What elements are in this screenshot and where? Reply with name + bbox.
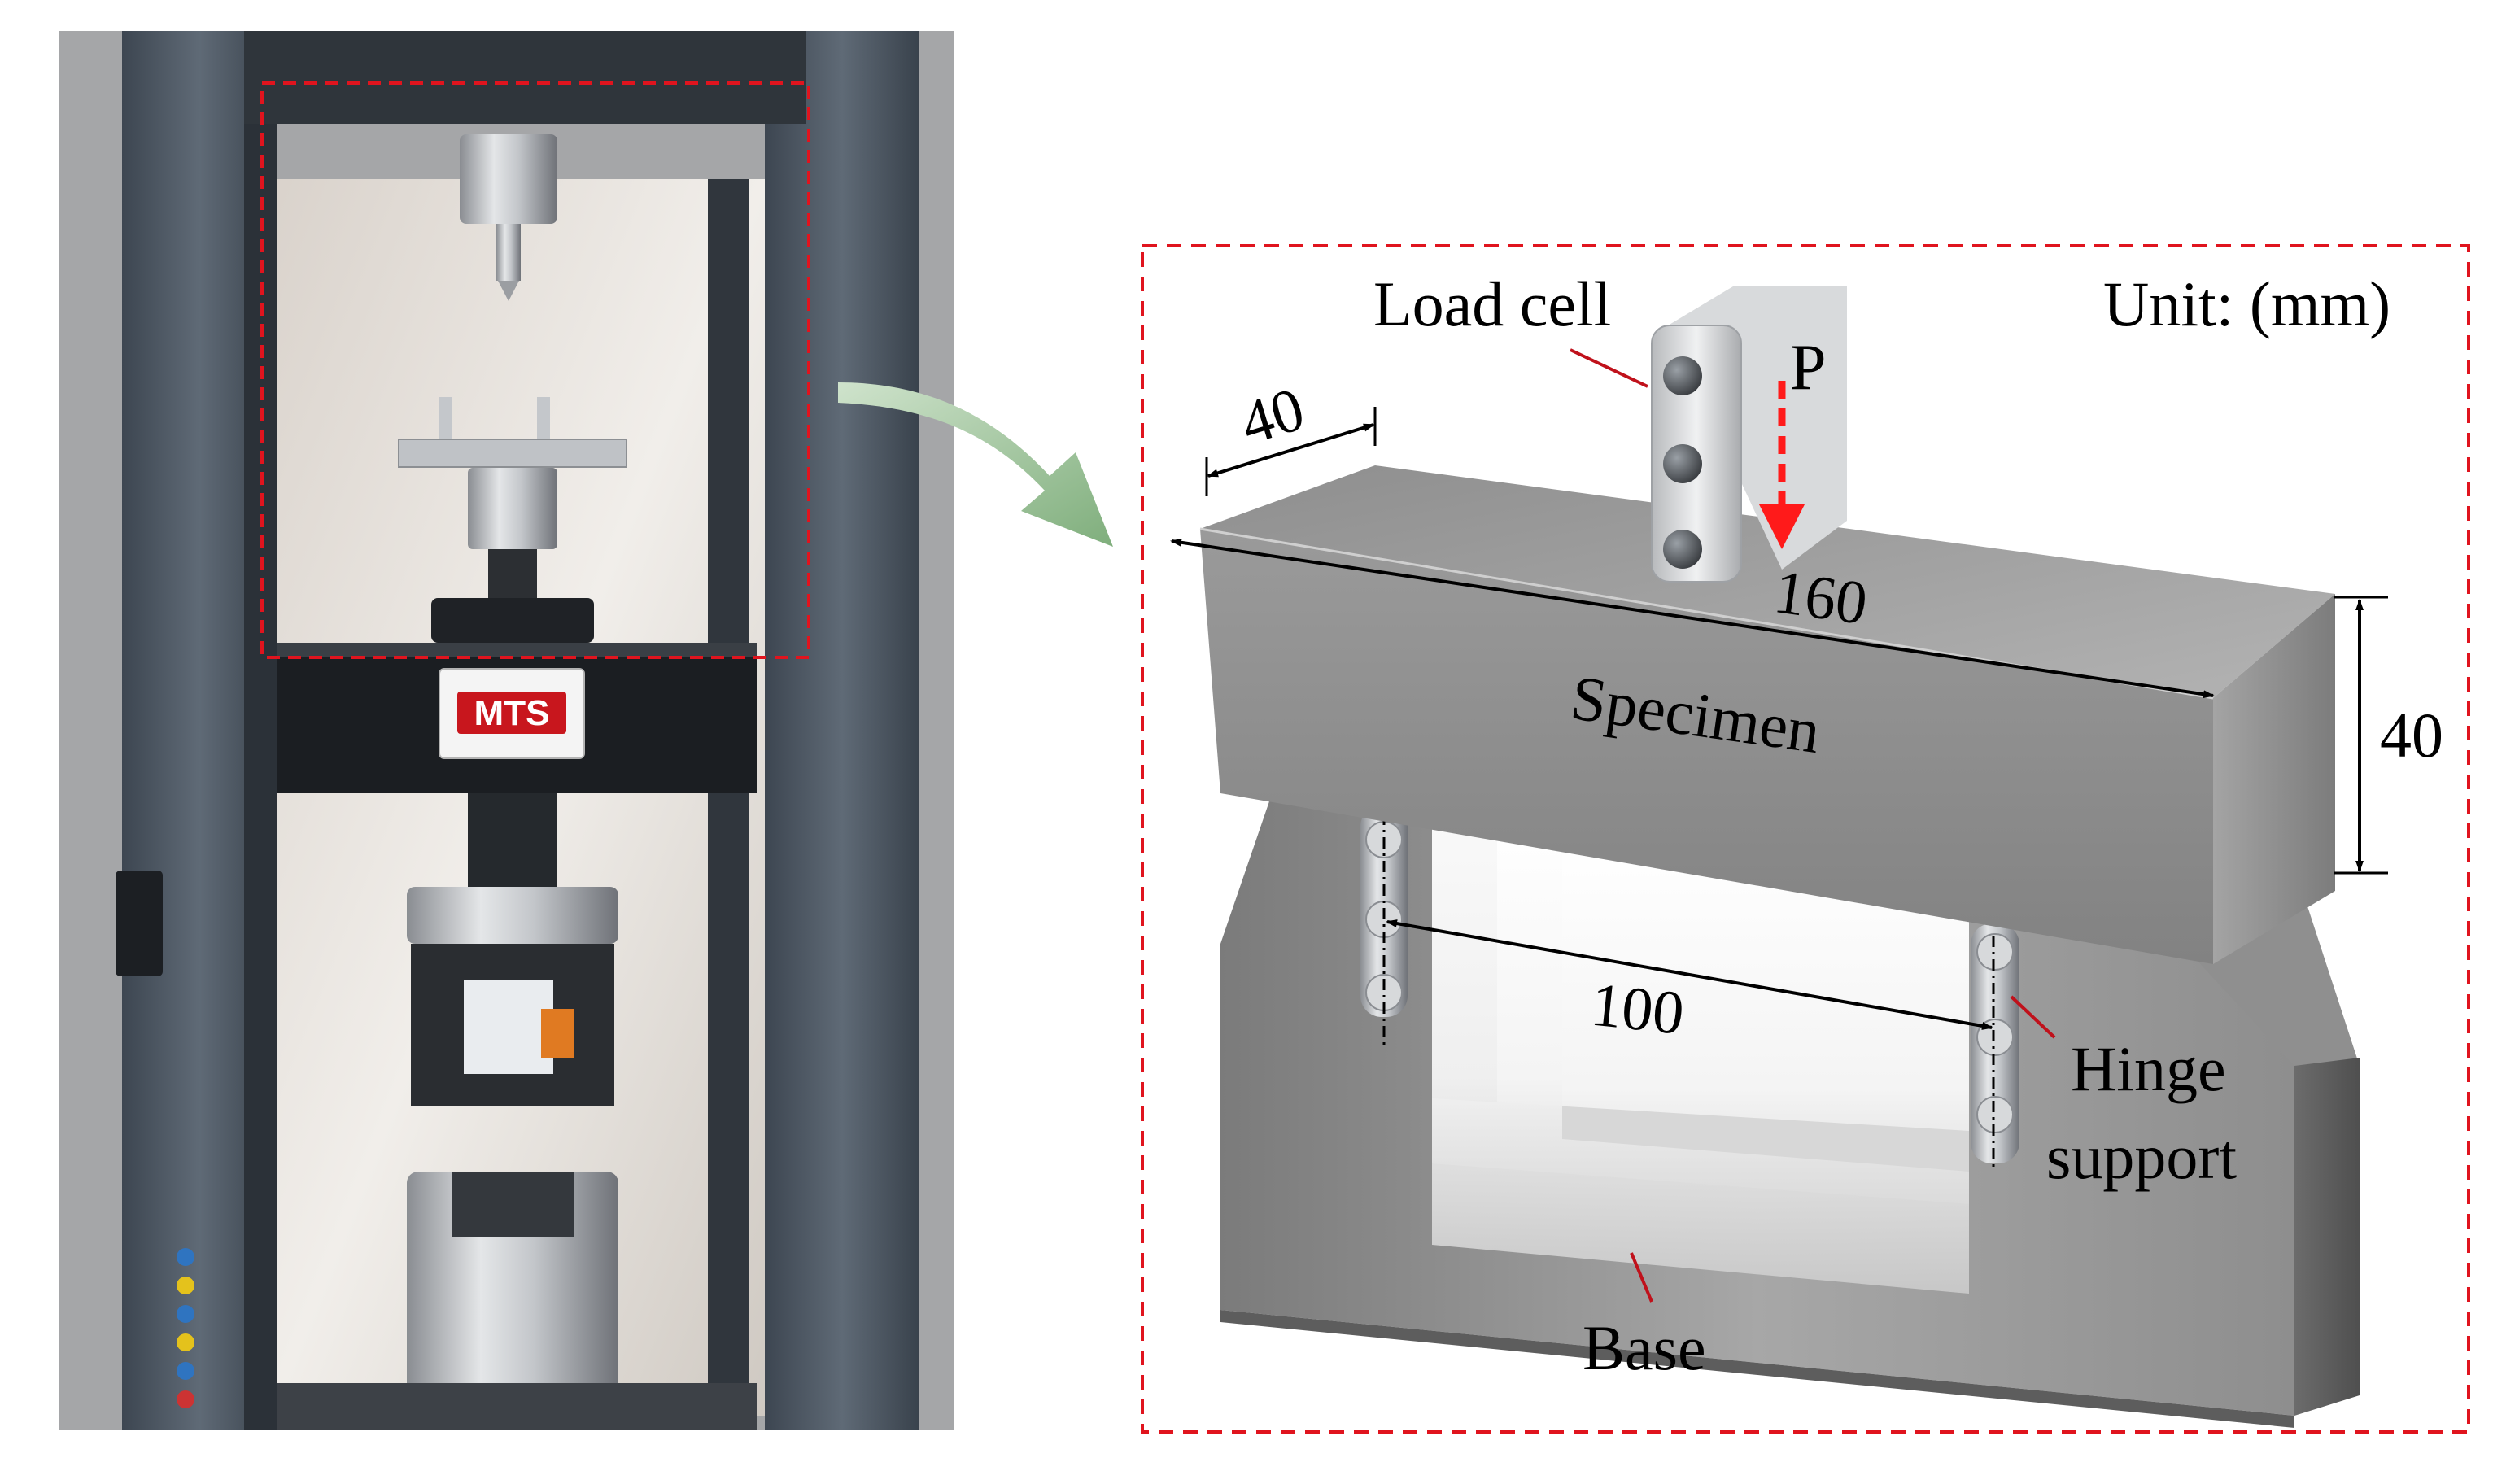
upper-grip-body	[460, 134, 557, 224]
load-cell-top	[407, 887, 618, 944]
dim-span-line	[1386, 919, 1993, 1030]
specimen-right-face	[2213, 594, 2335, 964]
floor-shadow	[277, 1383, 757, 1430]
base-label: Base	[1583, 1312, 1706, 1383]
fixture-plate	[398, 439, 627, 468]
crosshead-top-edge	[277, 643, 757, 657]
base-front-face	[1220, 801, 2294, 1416]
dim-height-label: 40	[2380, 700, 2443, 770]
load-cell-pin-2	[1663, 444, 1702, 483]
door-handle	[116, 871, 163, 976]
lower-grip-flange	[431, 598, 594, 643]
load-cell-pin-1	[1663, 356, 1702, 395]
upper-grip-pin	[496, 224, 521, 281]
base-right-side	[2294, 1058, 2360, 1416]
load-cell-label-sticker	[464, 980, 553, 1074]
base-cutout-front	[1432, 814, 1969, 1294]
safety-icon-3	[177, 1305, 194, 1323]
base-leader	[1630, 1252, 1653, 1303]
right-column-slot	[708, 179, 749, 1416]
fixture-post-1	[439, 397, 452, 439]
logo-badge	[457, 692, 566, 734]
load-arrow-head	[1759, 504, 1805, 549]
top-crosshead	[244, 31, 806, 124]
test-machine-photo: MTS	[59, 31, 954, 1430]
load-cell-pin-3	[1663, 530, 1702, 569]
schematic-diagram: P 40 160 40 100 Specimen Unit: (mm) Load…	[1141, 244, 2470, 1434]
hinge-leader	[2010, 995, 2056, 1039]
dim-width-label: 40	[1233, 374, 1312, 458]
load-cell-warning-sticker	[541, 1009, 574, 1058]
safety-icon-6	[177, 1390, 194, 1408]
fixture-post-2	[537, 397, 550, 439]
safety-icon-5	[177, 1362, 194, 1380]
base-bottom-edge	[1220, 1310, 2294, 1428]
dim-length-line	[1170, 538, 2215, 699]
upper-grip-tip	[498, 281, 519, 301]
lower-grip-body	[468, 468, 557, 549]
schematic-frame	[1141, 244, 2470, 1434]
safety-icon-2	[177, 1277, 194, 1294]
dim-length-label: 160	[1770, 557, 1871, 638]
unit-label: Unit: (mm)	[2103, 268, 2390, 339]
hinge-label-line1: Hinge	[2071, 1033, 2226, 1104]
mts-logo-text: MTS	[474, 693, 550, 733]
actuator-rod	[468, 793, 557, 887]
safety-icon-4	[177, 1333, 194, 1351]
load-cell-label: Load cell	[1373, 268, 1611, 339]
load-symbol-label: P	[1790, 332, 1827, 404]
lower-base-slot	[452, 1172, 574, 1237]
load-cell-leader	[1570, 348, 1648, 388]
hinge-support-right	[1971, 923, 2019, 1172]
transition-arrow-icon	[838, 382, 1113, 547]
hinge-label-line2: support	[2046, 1121, 2237, 1192]
safety-icon-1	[177, 1248, 194, 1266]
right-column	[765, 31, 919, 1430]
lower-grip-shaft	[488, 549, 537, 598]
dim-width-line	[1207, 423, 1375, 478]
dim-span-label: 100	[1587, 971, 1687, 1048]
photo-highlight-frame	[260, 81, 810, 659]
